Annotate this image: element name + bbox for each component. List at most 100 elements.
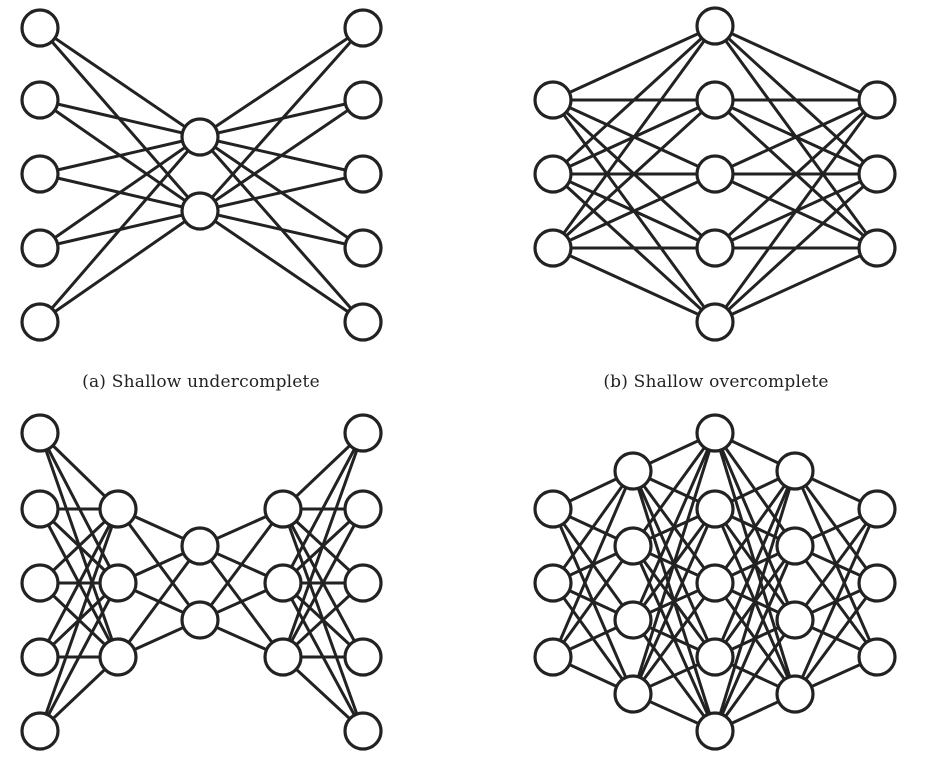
node-layer0-1 bbox=[533, 154, 573, 194]
node-layer2-2 bbox=[857, 228, 897, 268]
edge-l1-n1-to-n4 bbox=[198, 209, 365, 324]
node-layer1-0 bbox=[180, 117, 220, 157]
edge-l1-n3-to-n0 bbox=[631, 431, 717, 696]
edge-l2-n4-to-n1 bbox=[713, 544, 797, 733]
edge-l3-n1-to-n0 bbox=[281, 431, 365, 585]
node-layer2-0 bbox=[343, 8, 383, 48]
network-deep-undercomplete bbox=[20, 413, 383, 751]
edge-l2-n2-to-n0 bbox=[713, 469, 797, 585]
node-layer0-4 bbox=[20, 302, 60, 342]
node-layer1-2 bbox=[98, 637, 138, 677]
node-layer2-4 bbox=[343, 302, 383, 342]
node-layer2-1 bbox=[695, 489, 735, 529]
edge-l0-n2-to-n4 bbox=[551, 246, 717, 324]
edge-l2-n3-to-n0 bbox=[713, 469, 797, 659]
node-layer4-4 bbox=[343, 711, 383, 751]
edge-l1-n2-to-n0 bbox=[631, 431, 717, 622]
node-layer2-4 bbox=[695, 711, 735, 751]
edge-l0-n2-to-n0 bbox=[551, 469, 635, 659]
node-layer3-1 bbox=[775, 526, 815, 566]
node-layer3-0 bbox=[775, 451, 815, 491]
node-layer4-2 bbox=[857, 637, 897, 677]
network-shallow-overcomplete bbox=[533, 6, 897, 342]
node-layer0-4 bbox=[20, 711, 60, 751]
node-layer2-3 bbox=[695, 637, 735, 677]
network-shallow-undercomplete bbox=[20, 8, 383, 342]
edge-l1-n2-to-n0 bbox=[713, 98, 879, 176]
edge-l0-n1-to-n0 bbox=[38, 98, 202, 139]
node-layer4-3 bbox=[343, 637, 383, 677]
node-layer2-3 bbox=[343, 228, 383, 268]
edge-l1-n1-to-n1 bbox=[198, 98, 365, 213]
node-layer0-1 bbox=[20, 489, 60, 529]
node-layer2-1 bbox=[857, 154, 897, 194]
node-layer1-3 bbox=[695, 228, 735, 268]
edge-l1-n4-to-n2 bbox=[713, 246, 879, 324]
node-layer1-2 bbox=[695, 154, 735, 194]
edge-l3-n2-to-n1 bbox=[281, 507, 365, 659]
edge-l1-n3-to-n2 bbox=[631, 581, 717, 696]
edge-l1-n4-to-n0 bbox=[713, 98, 879, 324]
edge-l1-n1-to-n3 bbox=[198, 209, 365, 250]
edge-l0-n2-to-n0 bbox=[551, 24, 717, 250]
node-layer1-0 bbox=[695, 6, 735, 46]
node-layer0-0 bbox=[533, 80, 573, 120]
node-layer3-2 bbox=[775, 600, 815, 640]
node-layer2-0 bbox=[695, 413, 735, 453]
edge-l3-n2-to-n0 bbox=[281, 431, 365, 659]
node-layer0-1 bbox=[20, 80, 60, 120]
node-layer0-2 bbox=[533, 228, 573, 268]
node-layer3-1 bbox=[263, 563, 303, 603]
caption-shallow-overcomplete: (b) Shallow overcomplete bbox=[603, 372, 829, 392]
edge-l3-n2-to-n0 bbox=[793, 507, 879, 622]
node-layer2-0 bbox=[180, 526, 220, 566]
node-layer1-0 bbox=[613, 451, 653, 491]
edge-l1-n1-to-n0 bbox=[198, 26, 365, 213]
edge-l2-n1-to-n0 bbox=[198, 507, 285, 622]
edge-l0-n4-to-n1 bbox=[38, 581, 120, 733]
edge-l0-n4-to-n0 bbox=[38, 507, 120, 733]
edge-l0-n1-to-n0 bbox=[551, 469, 635, 585]
edge-l2-n4-to-n0 bbox=[713, 469, 797, 733]
node-layer3-3 bbox=[775, 674, 815, 714]
node-layer3-0 bbox=[263, 489, 303, 529]
node-layer1-2 bbox=[613, 600, 653, 640]
edge-l0-n2-to-n1 bbox=[551, 544, 635, 659]
edge-l1-n2-to-n0 bbox=[116, 544, 202, 659]
edge-l0-n2-to-n0 bbox=[38, 135, 202, 176]
node-layer2-2 bbox=[343, 154, 383, 194]
node-layer0-0 bbox=[533, 489, 573, 529]
node-layer0-3 bbox=[20, 228, 60, 268]
node-layer0-2 bbox=[20, 563, 60, 603]
edge-l1-n4-to-n1 bbox=[713, 172, 879, 324]
edge-l0-n4-to-n0 bbox=[38, 135, 202, 324]
network-deep-overcomplete bbox=[533, 413, 897, 751]
node-layer1-4 bbox=[695, 302, 735, 342]
edge-l1-n3-to-n1 bbox=[631, 507, 717, 696]
node-layer1-1 bbox=[695, 80, 735, 120]
node-layer1-3 bbox=[613, 674, 653, 714]
edge-l3-n3-to-n1 bbox=[793, 581, 879, 696]
edge-l1-n0-to-n0 bbox=[713, 24, 879, 102]
node-layer4-0 bbox=[343, 413, 383, 453]
node-layer0-1 bbox=[533, 563, 573, 603]
edge-l1-n1-to-n2 bbox=[198, 172, 365, 213]
node-layer2-1 bbox=[343, 80, 383, 120]
edge-l0-n2-to-n2 bbox=[551, 172, 717, 250]
edge-l0-n3-to-n0 bbox=[38, 135, 202, 250]
node-layer0-0 bbox=[20, 413, 60, 453]
node-layer4-0 bbox=[857, 489, 897, 529]
node-layer0-3 bbox=[20, 637, 60, 677]
node-layer0-2 bbox=[533, 637, 573, 677]
node-layer4-2 bbox=[343, 563, 383, 603]
node-layer1-1 bbox=[98, 563, 138, 603]
edge-l0-n1-to-n0 bbox=[551, 24, 717, 176]
edge-l3-n3-to-n0 bbox=[793, 507, 879, 696]
node-layer1-0 bbox=[98, 489, 138, 529]
node-layer3-2 bbox=[263, 637, 303, 677]
caption-shallow-undercomplete: (a) Shallow undercomplete bbox=[82, 372, 320, 392]
node-layer0-2 bbox=[20, 154, 60, 194]
node-layer2-2 bbox=[695, 563, 735, 603]
edge-l0-n3-to-n0 bbox=[38, 507, 120, 659]
